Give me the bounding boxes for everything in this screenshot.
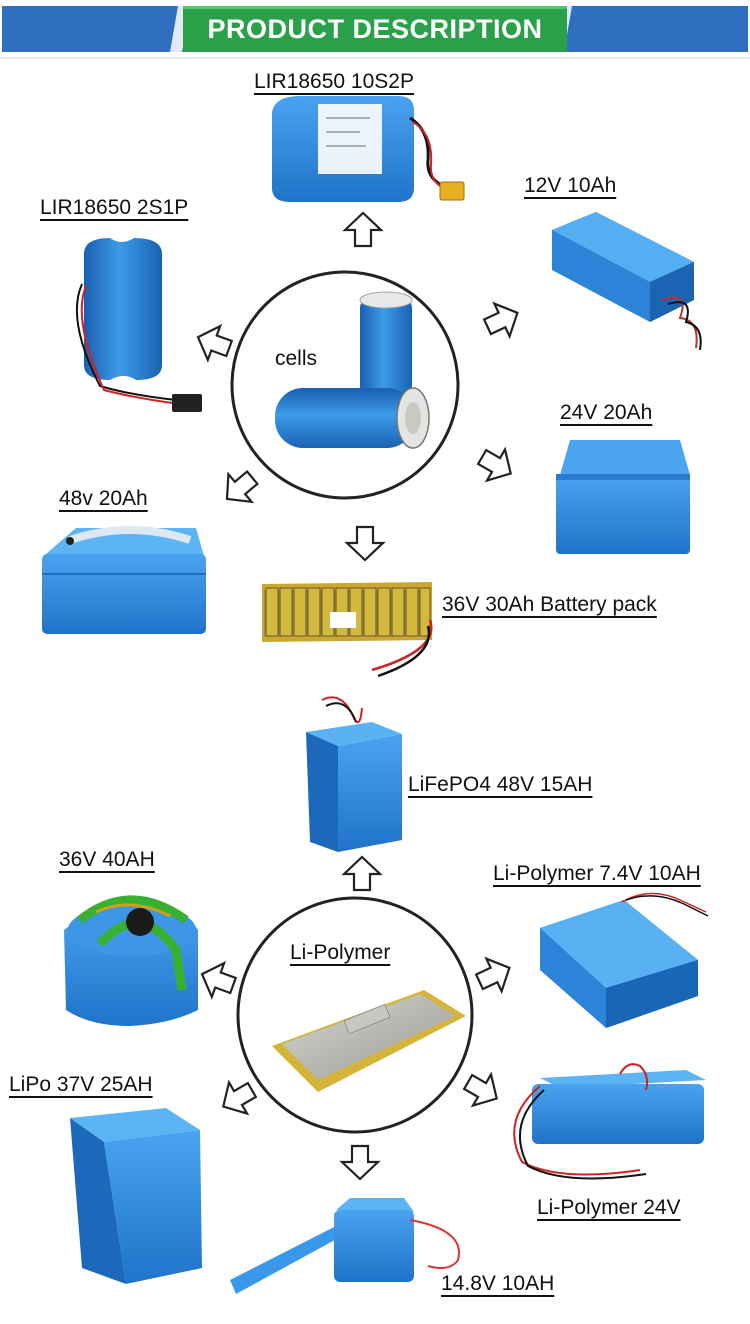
battery-36v-40ah-image bbox=[64, 895, 198, 1026]
outline-arrow-icon bbox=[194, 956, 241, 1004]
battery-10s2p-image bbox=[272, 96, 465, 202]
cells-hub-circle bbox=[230, 270, 460, 500]
page-title: PRODUCT DESCRIPTION bbox=[207, 13, 543, 44]
battery-14.8v-10ah-image bbox=[230, 1198, 460, 1294]
battery-2s1p-image bbox=[75, 238, 202, 412]
product-label-14.8v-10ah: 14.8V 10AH bbox=[441, 1272, 555, 1295]
header-banner bbox=[0, 0, 750, 60]
battery-48v-20ah-image bbox=[42, 526, 206, 634]
battery-12v-10ah-image bbox=[552, 212, 702, 351]
product-label-48v-20ah: 48v 20Ah bbox=[59, 487, 148, 510]
outline-arrow-icon bbox=[214, 462, 265, 514]
outline-arrow-icon bbox=[478, 295, 527, 345]
cylindrical-cells-image bbox=[275, 291, 430, 449]
product-label-li-polymer-24v: Li-Polymer 24V bbox=[537, 1196, 681, 1219]
battery-lifepo4-48v-15ah-image bbox=[306, 696, 402, 852]
product-label-12v-10ah: 12V 10Ah bbox=[524, 174, 617, 197]
product-label-36v-40ah: 36V 40AH bbox=[59, 848, 155, 871]
outline-arrow-icon bbox=[472, 440, 521, 491]
product-label-lipo-37v-25ah: LiPo 37V 25AH bbox=[9, 1073, 153, 1096]
product-label-lir18650-10s2p: LIR18650 10S2P bbox=[254, 70, 414, 93]
outline-arrow-icon bbox=[342, 855, 382, 892]
product-label-lir18650-2s1p: LIR18650 2S1P bbox=[40, 196, 189, 219]
outline-arrow-icon bbox=[213, 1073, 262, 1124]
product-label-24v-20ah: 24V 20Ah bbox=[560, 401, 653, 424]
polymer-hub-circle bbox=[236, 896, 474, 1134]
outline-arrow-icon bbox=[343, 211, 383, 248]
battery-24v-20ah-image bbox=[556, 440, 690, 554]
product-label-li-polymer-7.4v-10ah: Li-Polymer 7.4V 10AH bbox=[493, 862, 701, 885]
outline-arrow-icon bbox=[345, 525, 385, 562]
outline-arrow-icon bbox=[458, 1065, 507, 1116]
hub-label-cells: cells bbox=[275, 347, 318, 370]
outline-arrow-icon bbox=[340, 1144, 380, 1181]
battery-pack-36v-30ah-image bbox=[262, 582, 433, 678]
battery-li-polymer-7.4v-10ah-image bbox=[540, 892, 709, 1028]
battery-li-polymer-24v-image bbox=[513, 1063, 706, 1180]
product-label-36v-30ah-pack: 36V 30Ah Battery pack bbox=[442, 593, 657, 616]
battery-lipo-37v-25ah-image bbox=[70, 1108, 202, 1284]
outline-arrow-icon bbox=[470, 950, 519, 1000]
outline-arrow-icon bbox=[190, 319, 237, 367]
li-polymer-pouch-image bbox=[272, 990, 466, 1092]
product-label-lifepo4-48v-15ah: LiFePO4 48V 15AH bbox=[408, 773, 593, 796]
hub-label-li-polymer: Li-Polymer bbox=[290, 941, 391, 964]
